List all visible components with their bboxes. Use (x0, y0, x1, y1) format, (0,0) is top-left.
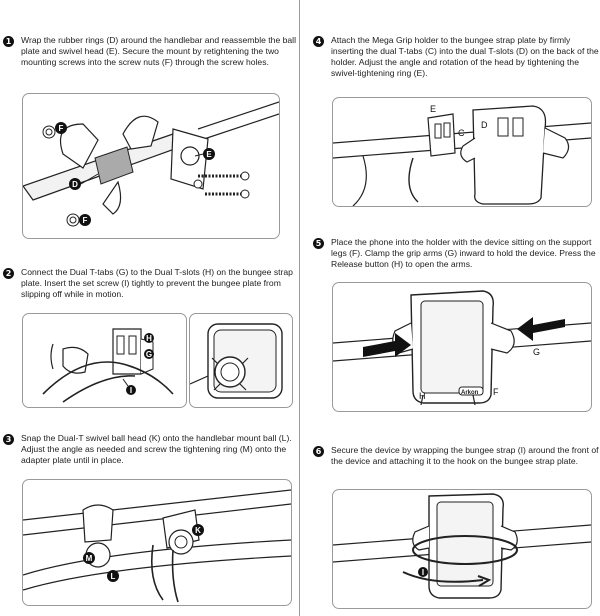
callout-k: K (195, 526, 201, 535)
callout-i: I (130, 386, 132, 395)
callout-e: E (206, 150, 212, 159)
step-number: 4 (313, 36, 324, 47)
callout-g: G (533, 347, 540, 357)
step-number: 3 (3, 434, 14, 445)
callout-d: D (481, 120, 488, 130)
column-divider (299, 0, 300, 616)
step-number: 5 (313, 238, 324, 249)
callout-h: H (419, 391, 426, 401)
step-2-illustration-a: H G I (22, 313, 187, 408)
step-text: Attach the Mega Grip holder to the bunge… (331, 35, 599, 78)
callout-e: E (430, 104, 436, 114)
step-number: 1 (3, 36, 14, 47)
callout-f: F (59, 124, 64, 133)
step-text: Connect the Dual T-tabs (G) to the Dual … (21, 267, 293, 299)
callout-m: M (86, 554, 93, 563)
step-number: 2 (3, 268, 14, 279)
callout-f: F (493, 387, 499, 397)
step-5-illustration: Arkon G H F (332, 282, 592, 412)
step-6-illustration: I (332, 489, 592, 609)
brand-logo: Arkon (461, 390, 479, 396)
callout-c: C (458, 128, 465, 138)
step-text: Wrap the rubber rings (D) around the han… (21, 35, 296, 67)
step-number: 6 (313, 446, 324, 457)
callout-l: L (111, 572, 116, 581)
step-text: Snap the Dual-T swivel ball head (K) ont… (21, 433, 292, 465)
step-2-illustration-b (189, 313, 293, 408)
step-4-illustration: E C D (332, 97, 592, 207)
callout-d: D (72, 180, 78, 189)
step-text: Place the phone into the holder with the… (331, 237, 596, 269)
step-text: Secure the device by wrapping the bungee… (331, 445, 599, 466)
callout-h: H (146, 334, 152, 343)
step-3-illustration: K M L (22, 479, 292, 606)
step-1-illustration: F D E F (22, 93, 280, 239)
callout-g: G (146, 350, 152, 359)
callout-f-2: F (83, 216, 88, 225)
callout-i: I (422, 568, 424, 577)
